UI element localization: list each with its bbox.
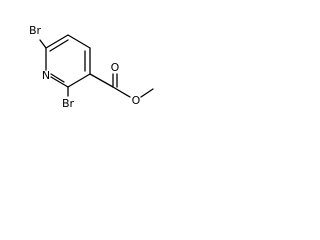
atom-oxygen-ester: O <box>132 94 141 107</box>
atom-oxygen-carbonyl: O <box>111 61 120 74</box>
bond-c5-c4 <box>67 34 91 49</box>
bond-c3-c2 <box>67 73 91 88</box>
bonds <box>39 34 154 98</box>
bond-oester-methyl <box>140 88 154 98</box>
atom-nitrogen: N <box>42 69 50 82</box>
structure-canvas: Br N Br O O <box>0 0 161 129</box>
bond-c2-n <box>50 76 69 88</box>
molecule-structure: Br N Br O O <box>29 24 154 110</box>
bond-c6-br <box>39 39 47 49</box>
atom-br-top: Br <box>29 24 42 37</box>
bond-carbonyl-oester <box>112 86 131 98</box>
bond-c2-n-double <box>50 73 65 83</box>
bond-c3-carbonyl <box>89 73 114 88</box>
bond-c6-c5 <box>45 34 69 49</box>
bond-c6-c5-double <box>49 39 69 52</box>
atom-br-bottom: Br <box>62 97 75 110</box>
